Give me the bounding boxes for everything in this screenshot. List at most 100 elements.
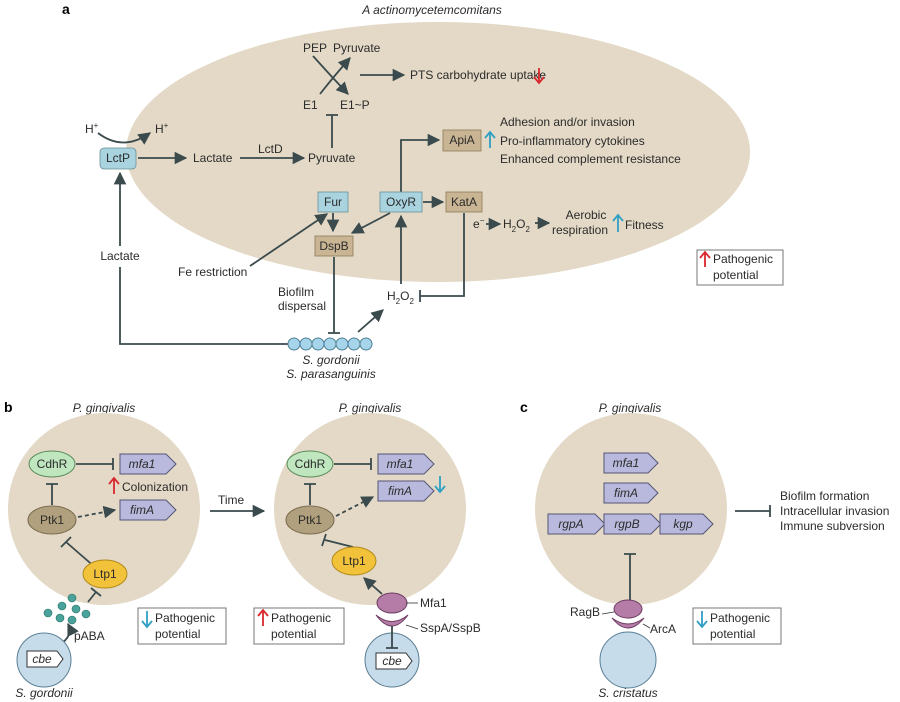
- pts-cross-arrow-2: [319, 57, 351, 95]
- h2o2-outer-label: H2O2: [387, 289, 414, 306]
- oxyr-to-dspb-arrow: [350, 212, 391, 234]
- paba-molecules: [43, 593, 91, 625]
- biofilm-dispersal-2: dispersal: [278, 299, 326, 313]
- cbe-gene-left: [26, 650, 64, 668]
- gene-c-rgpb: [603, 513, 662, 535]
- ptk1-cdhr-inhibit-right: [304, 483, 316, 505]
- respiration-label-2: respiration: [552, 223, 608, 237]
- dspb-box: [314, 235, 354, 257]
- gene-c-fima: [603, 482, 659, 504]
- sspa-protein: [375, 614, 409, 627]
- panel-c-label: c: [520, 399, 528, 415]
- cdhr-mfa1-inhibit-left: [76, 458, 114, 470]
- panel-c-organism: P. gingivalis: [599, 401, 661, 415]
- gene-c-rgpb-label: rgpB: [614, 517, 639, 531]
- ltp1-ptk1-inhibit-right: [321, 533, 354, 548]
- respiration-label-1: Aerobic: [566, 208, 607, 222]
- cbe-gene-left-label: cbe: [32, 652, 52, 666]
- legend-b-left-down-arrow: [141, 611, 153, 629]
- fur-box: [317, 191, 349, 213]
- colonization-label: Colonization: [122, 480, 188, 494]
- s-gordonii-label-a: S. gordonii: [302, 353, 360, 367]
- legend-c-box: [692, 607, 782, 645]
- kata-label: KatA: [451, 195, 477, 209]
- fima-gene-right: [377, 480, 435, 502]
- apia-effect-2: Pro-inflammatory cytokines: [500, 134, 645, 148]
- oxyr-box: [379, 191, 423, 213]
- ragb-label: RagB: [570, 605, 600, 619]
- fitness-up-arrow: [612, 213, 624, 232]
- mfa1-gene-left: [119, 453, 177, 475]
- panel-b-label: b: [4, 399, 13, 415]
- ptk1-right: [285, 505, 335, 535]
- ltp1-left-label: Ltp1: [93, 567, 117, 581]
- lctp-label: LctP: [106, 151, 130, 165]
- panel-c-effect-3: Immune subversion: [780, 519, 885, 533]
- biofilm-dispersal-1: Biofilm: [278, 285, 314, 299]
- ptk1-left-label: Ptk1: [40, 513, 64, 527]
- cdhr-left: [28, 450, 76, 478]
- gene-c-mfa1: [603, 452, 659, 474]
- legend-b-right-up-arrow: [257, 608, 269, 626]
- ltp1-left: [82, 559, 128, 589]
- h-left-label: H+: [85, 121, 99, 136]
- sspa-protein-leader: [405, 624, 419, 630]
- ragb-leader: [601, 611, 615, 615]
- dspb-label: DspB: [319, 239, 348, 253]
- ptk1-fima-dashed-left: [77, 505, 117, 519]
- apia-effect-1: Adhesion and/or invasion: [500, 115, 635, 129]
- mfa1-gene-left-label: mfa1: [129, 457, 156, 471]
- arca-label: ArcA: [650, 622, 676, 636]
- ptk1-right-label: Ptk1: [298, 513, 322, 527]
- gene-c-kgp-label: kgp: [673, 517, 693, 531]
- paba-ltp1-inhibit: [87, 587, 102, 603]
- sspa-label: SspA/SspB: [420, 621, 481, 635]
- legend-c-text-2: potential: [710, 627, 755, 641]
- legend-a-up-arrow: [699, 250, 711, 267]
- legend-b-left-text-2: potential: [155, 627, 200, 641]
- legend-a-text-1: Pathogenic: [713, 252, 773, 266]
- apia-up-arrow: [484, 130, 496, 148]
- pts-down-red-arrow: [533, 68, 545, 85]
- lctd-label: LctD: [258, 142, 283, 156]
- cdhr-left-label: CdhR: [37, 457, 68, 471]
- pg-cell-c: [535, 413, 727, 605]
- legend-b-right-text-1: Pathogenic: [271, 611, 331, 625]
- legend-c-text-1: Pathogenic: [710, 611, 770, 625]
- pep-label: PEP: [303, 41, 327, 55]
- legend-b-right-box: [253, 607, 345, 645]
- gene-c-fima-label: fimA: [614, 486, 638, 500]
- h-transport-arrow: [97, 132, 152, 145]
- ptk1-left: [27, 505, 77, 535]
- ptk1-cdhr-inhibit-left: [46, 483, 58, 505]
- lctp-box: [99, 147, 137, 170]
- kata-box: [445, 191, 483, 213]
- e1-label: E1: [303, 98, 318, 112]
- cdhr-right-label: CdhR: [295, 457, 326, 471]
- paba-label: pABA: [74, 629, 105, 643]
- lactate-out-label: Lactate: [100, 249, 140, 263]
- panel-c-effect-2: Intracellular invasion: [780, 504, 889, 518]
- fe-restriction-arrow: [249, 213, 329, 267]
- dspb-inhibit-line: [328, 257, 340, 334]
- fur-label: Fur: [324, 195, 342, 209]
- pts-label: PTS carbohydrate uptake: [410, 68, 546, 82]
- kata-inhibit-line: [419, 213, 465, 302]
- fima-gene-left-label: fimA: [130, 503, 154, 517]
- mfa1-gene-right: [377, 453, 435, 475]
- cbe-gene-right: [375, 652, 413, 670]
- s-parasanguinis-label: S. parasanguinis: [286, 367, 375, 381]
- lactate-uptake-line: [119, 267, 288, 345]
- legend-c-down-arrow: [696, 611, 708, 629]
- gene-c-kgp: [659, 513, 714, 535]
- apia-label: ApiA: [449, 133, 474, 147]
- panel-a-organism: A actinomycetemcomitans: [361, 3, 502, 17]
- s-gordonii-label-b: S. gordonii: [15, 686, 73, 700]
- fima-gene-left: [119, 499, 177, 521]
- apia-effect-3: Enhanced complement resistance: [500, 152, 681, 166]
- s-cristatus-cell: [599, 631, 657, 689]
- panel-b-organism-right: P. gingivalis: [339, 401, 401, 415]
- arca-leader: [642, 623, 651, 629]
- mfa1-gene-right-label: mfa1: [387, 457, 414, 471]
